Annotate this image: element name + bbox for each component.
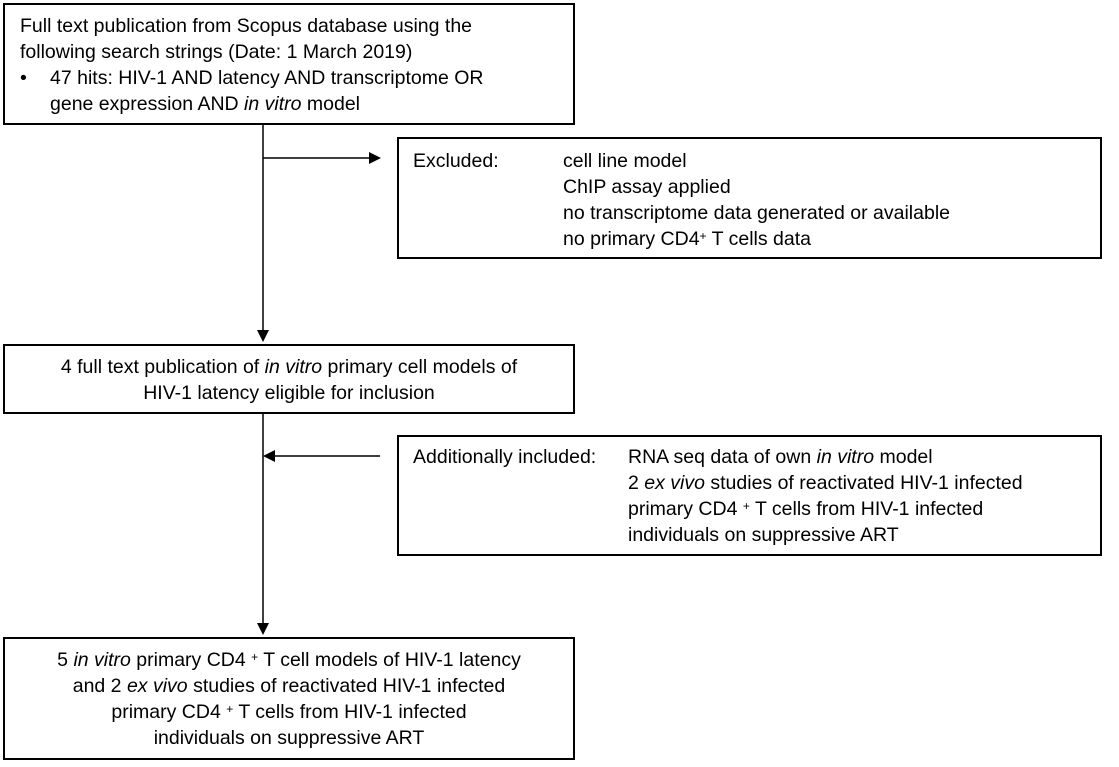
bullet-line-1: 47 hits: HIV-1 AND latency AND transcrip…	[50, 67, 484, 89]
search-bullet-item: • 47 hits: HIV-1 AND latency AND transcr…	[20, 65, 573, 117]
final-line-1: 5 in vitro primary CD4 + T cell models o…	[5, 647, 573, 673]
search-line-2: following search strings (Date: 1 March …	[20, 41, 413, 63]
text-part: T cells data	[706, 228, 811, 250]
final-line-3: primary CD4 + T cells from HIV-1 infecte…	[5, 699, 573, 725]
final-box: 5 in vitro primary CD4 + T cell models o…	[3, 637, 575, 760]
text-part: T cells from HIV-1 infected	[233, 701, 467, 723]
italic-part: in vitro	[244, 93, 302, 115]
text-part: primary cell models of	[322, 356, 518, 378]
text-part: primary CD4	[130, 649, 246, 671]
superscript: +	[251, 650, 259, 664]
search-line-1: Full text publication from Scopus databa…	[20, 15, 473, 37]
text-part: model	[301, 93, 360, 115]
excluded-item: no primary CD4+ T cells data	[563, 226, 950, 252]
search-box: Full text publication from Scopus databa…	[3, 3, 575, 125]
text-part: model	[874, 446, 933, 468]
italic-part: in vitro	[264, 356, 323, 378]
excluded-item: no transcriptome data generated or avail…	[563, 202, 950, 224]
text-part: no primary CD4	[563, 228, 700, 250]
additional-label: Additionally included:	[413, 446, 597, 468]
final-line-2: and 2 ex vivo studies of reactivated HIV…	[5, 673, 573, 699]
excluded-box: Excluded: cell line model ChIP assay app…	[397, 137, 1102, 259]
text-part: gene expression AND	[50, 93, 245, 115]
italic-part: ex vivo	[644, 472, 705, 494]
excluded-item: ChIP assay applied	[563, 176, 731, 198]
text-part: 4 full text publication of	[60, 356, 265, 378]
italic-part: in vitro	[73, 649, 131, 671]
final-line-4: individuals on suppressive ART	[153, 727, 425, 749]
bullet-mark: •	[20, 67, 27, 89]
italic-part: ex vivo	[126, 675, 188, 697]
additional-line-3: primary CD4 + T cells from HIV-1 infecte…	[413, 496, 1100, 522]
eligible-line-2: HIV-1 latency eligible for inclusion	[143, 382, 435, 404]
superscript: +	[699, 229, 707, 243]
text-part: primary CD4	[111, 701, 221, 723]
text-part: studies of reactivated HIV-1 infected	[187, 675, 506, 697]
text-part: T cell models of HIV-1 latency	[258, 649, 521, 671]
additional-box: Additionally included: RNA seq data of ow…	[397, 435, 1102, 556]
text-part: T cells from HIV-1 infected	[749, 498, 984, 520]
text-part: RNA seq data of own	[628, 446, 817, 468]
eligible-box: 4 full text publication of in vitro prim…	[3, 344, 575, 414]
text-part: primary CD4	[628, 498, 738, 520]
additional-line-4: individuals on suppressive ART	[628, 524, 899, 546]
bullet-line-2: gene expression AND in vitro model	[50, 91, 484, 117]
excluded-item: cell line model	[563, 150, 687, 172]
italic-part: in vitro	[816, 446, 875, 468]
excluded-label: Excluded:	[413, 150, 499, 172]
additional-line-1: Additionally included: RNA seq data of ow…	[413, 444, 1100, 470]
additional-line-2: 2 ex vivo studies of reactivated HIV-1 i…	[413, 470, 1100, 496]
text-part: 2	[628, 472, 645, 494]
eligible-line-1: 4 full text publication of in vitro prim…	[5, 354, 573, 380]
superscript: +	[226, 702, 234, 716]
text-part: and 2	[72, 675, 127, 697]
text-part: studies of reactivated HIV-1 infected	[704, 472, 1023, 494]
superscript: +	[742, 499, 750, 513]
excluded-row: Excluded: cell line model ChIP assay app…	[413, 148, 1100, 252]
text-part: 5	[57, 649, 74, 671]
